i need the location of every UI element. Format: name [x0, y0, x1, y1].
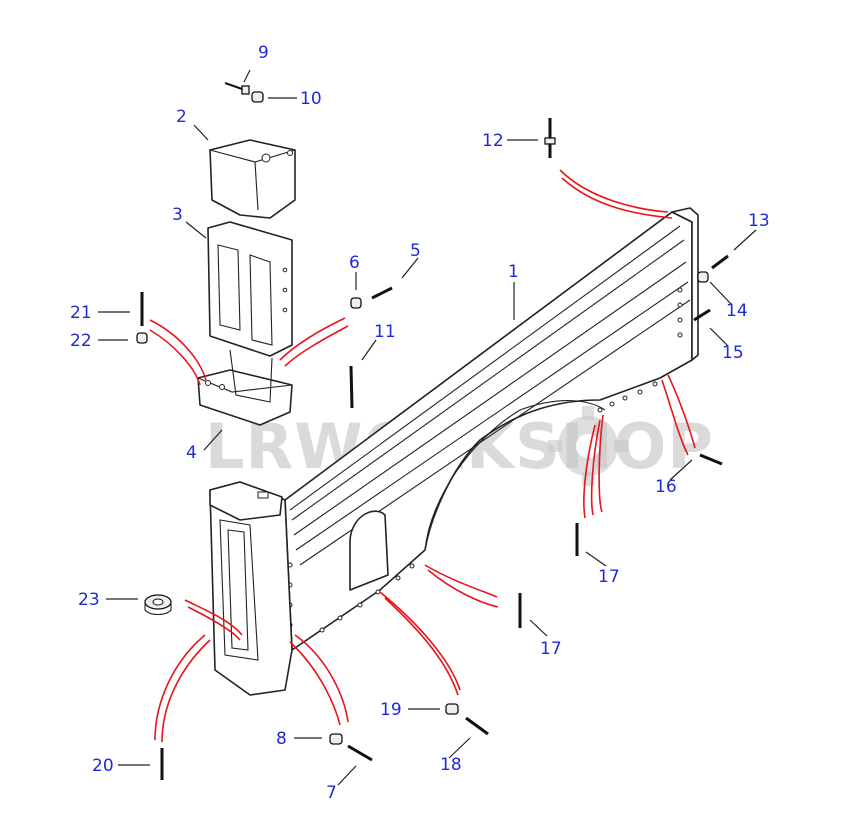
callout-22: 22	[70, 331, 92, 351]
callout-8: 8	[276, 729, 287, 749]
bolt-18	[465, 716, 489, 736]
callout-23: 23	[78, 590, 100, 610]
screw-9	[224, 82, 250, 95]
callout-20: 20	[92, 756, 114, 776]
front-corner-post	[209, 481, 293, 696]
callout-12: 12	[482, 131, 504, 151]
lower-bracket	[197, 349, 293, 426]
callout-17-lower: 17	[540, 639, 562, 659]
callout-1: 1	[508, 262, 519, 282]
callout-21: 21	[70, 303, 92, 323]
stud-11	[349, 365, 354, 409]
callout-2: 2	[176, 107, 187, 127]
callout-7: 7	[326, 783, 337, 803]
body-side-panel	[284, 207, 699, 651]
gear-icon	[548, 406, 628, 486]
callout-10: 10	[300, 89, 322, 109]
callout-9: 9	[258, 43, 269, 63]
bolt-7	[347, 744, 373, 762]
fasteners	[136, 82, 729, 780]
bolt-15	[693, 308, 711, 322]
nut-14	[697, 271, 709, 283]
callout-18: 18	[440, 755, 462, 775]
callout-5: 5	[410, 241, 421, 261]
grommet-23	[144, 594, 172, 616]
callout-17-upper: 17	[598, 567, 620, 587]
bolt-13	[711, 254, 729, 270]
callout-19: 19	[380, 700, 402, 720]
nut-10	[251, 91, 264, 103]
bolt-16	[699, 453, 723, 466]
nut-22	[136, 332, 148, 344]
bolt-5	[371, 286, 393, 300]
callout-labels: 1 2 3 4 5 6 7 8 9 10 11 12 13 14 15 16 1…	[70, 43, 770, 803]
callout-11: 11	[374, 322, 396, 342]
callout-4: 4	[186, 443, 197, 463]
callout-16: 16	[655, 477, 677, 497]
nut-8	[329, 733, 343, 745]
stud-12	[544, 118, 556, 158]
callout-14: 14	[726, 301, 748, 321]
callout-15: 15	[722, 343, 744, 363]
channel-section	[207, 221, 293, 357]
callout-13: 13	[748, 211, 770, 231]
nut-6	[350, 297, 362, 309]
upper-cap	[209, 139, 296, 219]
callout-3: 3	[172, 205, 183, 225]
leader-lines	[98, 69, 757, 786]
nut-19	[445, 703, 459, 715]
callout-6: 6	[349, 253, 360, 273]
highlight-lines	[149, 169, 696, 743]
